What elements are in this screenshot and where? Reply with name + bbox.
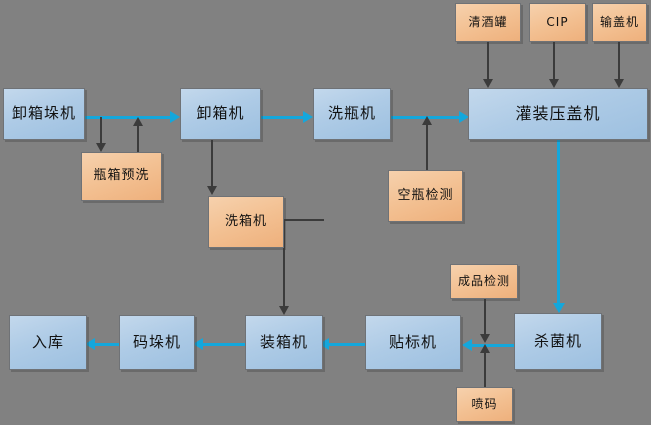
edge-filler-to-pasteurizer-arrowhead <box>553 303 565 313</box>
node-warehouse[interactable]: 入库 <box>9 315 87 370</box>
node-finished-product-inspection-label: 成品检测 <box>457 273 510 288</box>
node-caser-label: 装箱机 <box>259 332 308 351</box>
node-unstacker[interactable]: 卸箱垛机 <box>3 88 85 140</box>
node-finished-product-inspection[interactable]: 成品检测 <box>450 264 518 299</box>
node-empty-bottle-inspection-label: 空瓶检测 <box>397 187 454 203</box>
edge-bottlewasher-to-filler-arrowhead <box>459 111 469 123</box>
edge-palletizer-to-warehouse <box>95 343 121 346</box>
edge-filler-to-pasteurizer <box>557 140 560 305</box>
node-palletizer[interactable]: 码垛机 <box>119 315 195 370</box>
node-case-washer[interactable]: 洗箱机 <box>208 196 284 248</box>
edge-uncaser-to-casewasher <box>211 140 213 188</box>
node-unstacker-label: 卸箱垛机 <box>11 104 76 123</box>
node-pasteurizer[interactable]: 杀菌机 <box>514 313 602 370</box>
edge-brighttank-to-filler <box>487 42 489 81</box>
node-cap-feeder-label: 输盖机 <box>599 14 639 29</box>
node-bottle-washer-label: 洗瓶机 <box>327 104 376 123</box>
node-cip-label: CIP <box>546 14 569 29</box>
edge-cip-to-filler <box>553 42 555 81</box>
edge-pasteurizer-to-labeler-arrowhead <box>462 339 472 351</box>
node-case-washer-label: 洗箱机 <box>224 213 267 229</box>
node-empty-bottle-inspection[interactable]: 空瓶检测 <box>388 170 463 222</box>
edge-brighttank-to-filler-arrowhead <box>483 79 493 88</box>
node-uncaser[interactable]: 卸箱机 <box>180 88 261 140</box>
edge-uncaser-to-bottlewasher-arrowhead <box>303 111 313 123</box>
edge-capfeeder-to-filler-arrowhead <box>614 79 624 88</box>
node-uncaser-label: 卸箱机 <box>196 104 245 123</box>
node-inkjet-coder[interactable]: 喷码 <box>456 387 513 422</box>
edge-coder-to-labeler <box>484 352 486 388</box>
edge-caser-to-palletizer-arrowhead <box>193 338 203 350</box>
edge-prewash-to-unstacker-arrowhead <box>133 117 143 126</box>
edge-capfeeder-to-filler <box>618 42 620 81</box>
edge-labeler-to-caser <box>329 343 367 346</box>
node-bright-beer-tank[interactable]: 清酒罐 <box>455 3 521 42</box>
edge-unstacker-to-prewash <box>100 117 102 145</box>
edge-uncaser-to-bottlewasher <box>261 116 305 119</box>
edge-coder-to-labeler-arrowhead <box>480 344 490 353</box>
edge-prewash-to-unstacker <box>137 125 139 152</box>
edge-unstacker-to-prewash-arrowhead <box>96 143 106 152</box>
edge-pasteurizer-to-labeler <box>472 344 516 347</box>
edge-palletizer-to-warehouse-arrowhead <box>85 338 95 350</box>
edge-emptyinspect-to-bottlewasher-arrowhead <box>422 116 432 125</box>
edge-emptyinspect-to-bottlewasher <box>426 124 428 171</box>
edge-casewasher-to-caser-arrowhead <box>279 306 289 315</box>
node-bright-beer-tank-label: 清酒罐 <box>468 14 508 29</box>
node-labeler[interactable]: 贴标机 <box>365 315 461 370</box>
node-caser[interactable]: 装箱机 <box>245 315 323 370</box>
node-filler-capper-label: 灌装压盖机 <box>515 103 601 123</box>
node-labeler-label: 贴标机 <box>388 332 437 351</box>
edge-labeler-to-caser-arrowhead <box>319 338 329 350</box>
edge-caser-to-palletizer <box>203 343 247 346</box>
edge-cip-to-filler-arrowhead <box>549 79 559 88</box>
node-cip[interactable]: CIP <box>529 3 586 42</box>
node-pasteurizer-label: 杀菌机 <box>533 331 582 350</box>
node-warehouse-label: 入库 <box>31 332 64 351</box>
node-inkjet-coder-label: 喷码 <box>471 396 498 411</box>
edge-unstacker-to-uncaser-arrowhead <box>170 111 180 123</box>
edge-unstacker-to-uncaser <box>85 116 172 119</box>
node-bottle-case-prewash[interactable]: 瓶箱预洗 <box>81 152 162 201</box>
node-cap-feeder[interactable]: 输盖机 <box>592 3 647 42</box>
node-filler-capper[interactable]: 灌装压盖机 <box>468 88 648 140</box>
edge-productinspect-to-labeler <box>484 299 486 337</box>
node-bottle-case-prewash-label: 瓶箱预洗 <box>93 168 150 184</box>
node-bottle-washer[interactable]: 洗瓶机 <box>313 88 391 140</box>
edge-productinspect-to-labeler-arrowhead <box>480 334 490 343</box>
edge-uncaser-to-casewasher-arrowhead <box>207 186 217 195</box>
node-palletizer-label: 码垛机 <box>132 332 181 351</box>
edge-casewasher-to-caser-drop <box>283 219 285 309</box>
edge-casewasher-to-caser-horizontal <box>284 219 324 221</box>
